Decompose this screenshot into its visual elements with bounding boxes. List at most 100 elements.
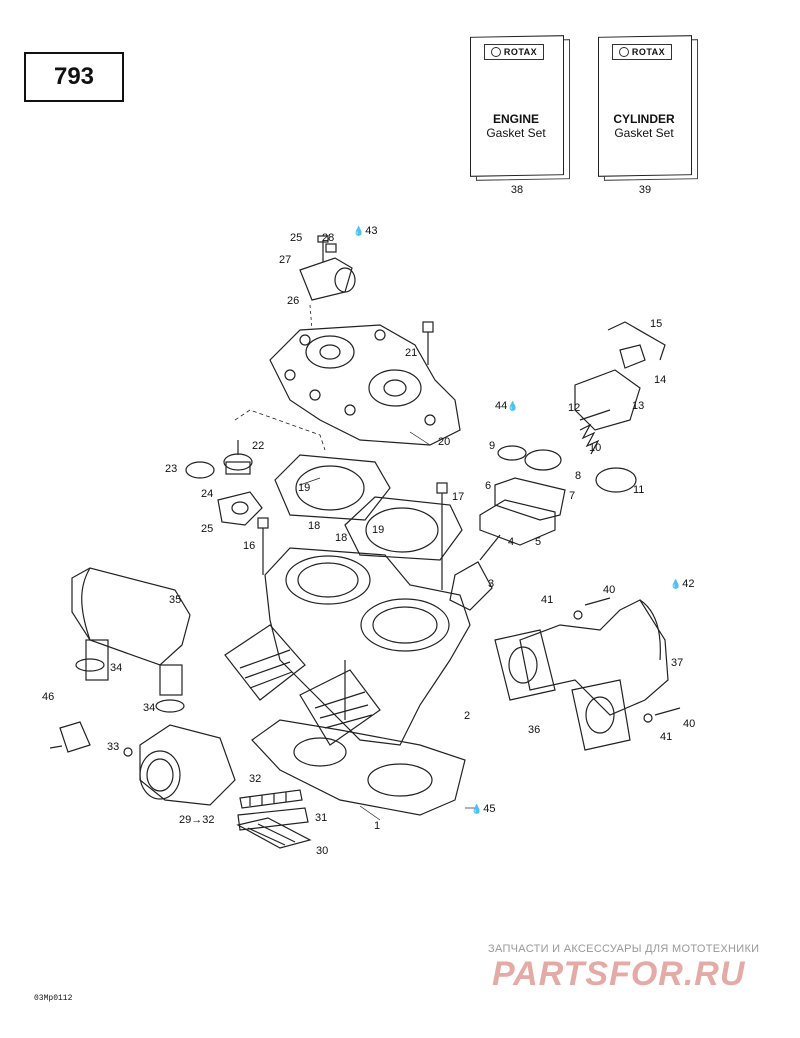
kit-subtitle: Gasket Set (614, 126, 674, 140)
callout-17: 17 (452, 491, 465, 503)
exhaust-socket-upper[interactable] (494, 629, 556, 701)
cylinder-bolt-right[interactable] (436, 482, 448, 590)
rotax-emblem-icon (490, 47, 501, 57)
reed-stopper-31[interactable] (237, 807, 309, 831)
callout-28: 28 (322, 232, 335, 244)
callout-44: 44💧 (495, 400, 519, 412)
page-number: 793 (24, 52, 124, 102)
callout-25b: 25 (201, 523, 214, 535)
head-gasket-front[interactable] (274, 454, 391, 521)
callout-29-32: 29→32 (179, 814, 215, 826)
callout-24: 24 (201, 488, 214, 500)
hose-clamp-left[interactable] (75, 658, 105, 672)
o-ring-small[interactable] (497, 445, 527, 461)
callout-41a: 41 (541, 594, 554, 606)
engine-gasket-set-kit[interactable]: ROTAX ENGINE Gasket Set (470, 35, 570, 181)
oil-drop-icon: 💧 (670, 579, 682, 589)
callout-43: 💧43 (353, 225, 377, 237)
callout-5: 5 (535, 536, 542, 548)
callout-15: 15 (650, 318, 663, 330)
callout-7: 7 (569, 490, 576, 502)
rotax-logo: ROTAX (484, 44, 544, 60)
watermark-subtitle: ЗАПЧАСТИ И АКСЕССУАРЫ ДЛЯ МОТОТЕХНИКИ (488, 943, 760, 955)
rave-cap[interactable] (619, 344, 646, 369)
thermostat-cover[interactable] (217, 491, 263, 526)
callout-45: 💧45 (471, 803, 495, 815)
intake-adaptor[interactable] (123, 724, 236, 806)
cylinder-block[interactable] (264, 547, 471, 746)
reed-petal-32[interactable] (239, 789, 303, 809)
callout-44-text: 44 (495, 400, 508, 412)
manifold-bolt-upper[interactable] (573, 597, 611, 620)
callout-40a: 40 (603, 584, 616, 596)
rave-spring[interactable] (579, 423, 600, 455)
callout-4: 4 (508, 536, 515, 548)
callout-32: 32 (249, 773, 262, 785)
reed-block-30[interactable] (236, 817, 312, 849)
retaining-clip[interactable] (607, 321, 666, 361)
callout-45-text: 45 (483, 803, 496, 815)
thermostat[interactable] (223, 440, 253, 475)
kit-brand: ROTAX (631, 47, 666, 57)
cylinder-gasket-set-kit[interactable]: ROTAX CYLINDER Gasket Set (598, 35, 698, 181)
rotax-logo: ROTAX (612, 44, 672, 60)
callout-42-text: 42 (682, 578, 695, 590)
air-silencer[interactable] (71, 567, 191, 696)
callout-36: 36 (528, 724, 541, 736)
callout-21: 21 (405, 347, 418, 359)
kit-number: 38 (510, 184, 524, 196)
rave-cover[interactable] (574, 369, 641, 431)
callout-31: 31 (315, 812, 328, 824)
callout-9: 9 (489, 440, 496, 452)
watermark-logo: PARTSFOR.RU (492, 955, 746, 993)
callout-3: 3 (488, 578, 495, 590)
exhaust-manifold[interactable] (519, 599, 669, 716)
callout-19a: 19 (298, 482, 311, 494)
callout-22: 22 (252, 440, 265, 452)
kit-title: CYLINDER (613, 112, 675, 126)
o-ring-large[interactable] (595, 467, 637, 493)
figure-code: 03Mp0112 (34, 994, 73, 1003)
o-ring[interactable] (185, 461, 215, 479)
callout-37: 37 (671, 657, 684, 669)
callout-12: 12 (568, 402, 581, 414)
rave-housing[interactable] (479, 449, 566, 546)
callout-20: 20 (438, 436, 451, 448)
callout-41b: 41 (660, 731, 673, 743)
callout-19b: 19 (372, 524, 385, 536)
callout-33: 33 (107, 741, 120, 753)
reed-valve-upper[interactable] (224, 624, 306, 701)
callout-10: 10 (589, 442, 602, 454)
callout-16: 16 (243, 540, 256, 552)
callout-2: 2 (464, 710, 471, 722)
water-outlet-elbow[interactable] (299, 235, 356, 301)
base-gasket[interactable] (251, 719, 466, 816)
oil-drop-icon: 💧 (507, 401, 519, 411)
callout-13: 13 (632, 400, 645, 412)
callout-6: 6 (485, 480, 492, 492)
rave-valve[interactable] (449, 534, 501, 611)
kit-title: ENGINE (492, 112, 539, 126)
callout-42: 💧42 (670, 578, 694, 590)
cylinder-head[interactable] (269, 324, 461, 446)
oil-drop-icon: 💧 (471, 804, 483, 814)
exhaust-socket-lower[interactable] (571, 679, 631, 751)
manifold-bolt-lower[interactable] (643, 707, 681, 723)
callout-35: 35 (169, 594, 182, 606)
callout-1: 1 (374, 820, 381, 832)
callout-30: 30 (316, 845, 329, 857)
callout-14: 14 (654, 374, 667, 386)
head-bolt[interactable] (422, 321, 434, 365)
callout-18b: 18 (335, 532, 348, 544)
kit-subtitle: Gasket Set (486, 126, 546, 140)
callout-23: 23 (165, 463, 178, 475)
kit-brand: ROTAX (503, 47, 538, 57)
callout-34a: 34 (110, 662, 123, 674)
cylinder-bolt-left[interactable] (257, 517, 269, 575)
head-gasket-rear[interactable] (344, 496, 463, 561)
hose-clamp-right[interactable] (155, 699, 185, 713)
reed-valve-lower[interactable] (299, 669, 381, 746)
callout-46: 46 (42, 691, 55, 703)
decal[interactable] (49, 721, 91, 753)
